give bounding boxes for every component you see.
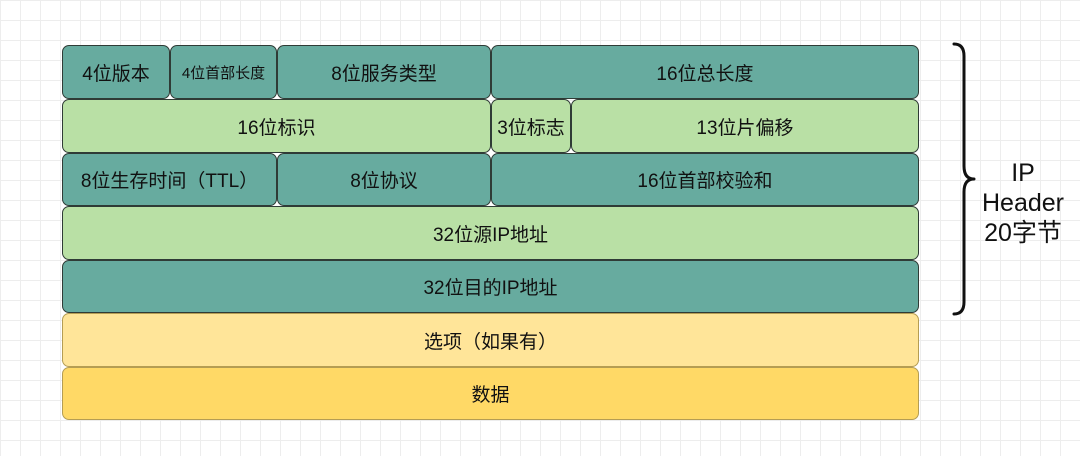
field-destination-ip: 32位目的IP地址 (62, 260, 919, 313)
ip-header-label: IP Header 20字节 (968, 158, 1078, 248)
field-header-length-label: 4位首部长度 (181, 64, 266, 82)
field-fragment-offset-label: 13位片偏移 (696, 117, 794, 139)
field-destination-ip-label: 32位目的IP地址 (423, 278, 558, 299)
field-version-label: 4位版本 (82, 63, 150, 85)
ip-header-label-line3: 20字节 (984, 219, 1062, 247)
field-identification-label: 16位标识 (237, 117, 316, 139)
field-options: 选项（如果有） (62, 313, 919, 367)
header-brace (952, 42, 976, 316)
field-header-checksum: 16位首部校验和 (491, 153, 919, 206)
field-fragment-offset: 13位片偏移 (571, 99, 919, 153)
field-data-label: 数据 (471, 385, 510, 406)
field-identification: 16位标识 (62, 99, 491, 153)
field-type-of-service: 8位服务类型 (277, 45, 491, 99)
field-total-length: 16位总长度 (491, 45, 919, 99)
ip-header-label-line1: IP (1011, 159, 1035, 187)
field-protocol: 8位协议 (277, 153, 491, 206)
field-ttl-label: 8位生存时间（TTL） (80, 171, 259, 192)
ip-header-label-line2: Header (982, 189, 1064, 217)
field-options-label: 选项（如果有） (423, 331, 557, 353)
field-ttl: 8位生存时间（TTL） (62, 153, 277, 206)
field-source-ip: 32位源IP地址 (62, 206, 919, 260)
field-flags: 3位标志 (491, 99, 571, 153)
field-header-checksum-label: 16位首部校验和 (637, 171, 773, 192)
field-protocol-label: 8位协议 (350, 171, 418, 192)
field-source-ip-label: 32位源IP地址 (432, 224, 549, 246)
field-data: 数据 (62, 367, 919, 420)
field-total-length-label: 16位总长度 (656, 63, 754, 85)
field-flags-label: 3位标志 (497, 117, 565, 139)
field-type-of-service-label: 8位服务类型 (331, 63, 437, 85)
field-header-length: 4位首部长度 (170, 45, 277, 99)
field-version: 4位版本 (62, 45, 170, 99)
